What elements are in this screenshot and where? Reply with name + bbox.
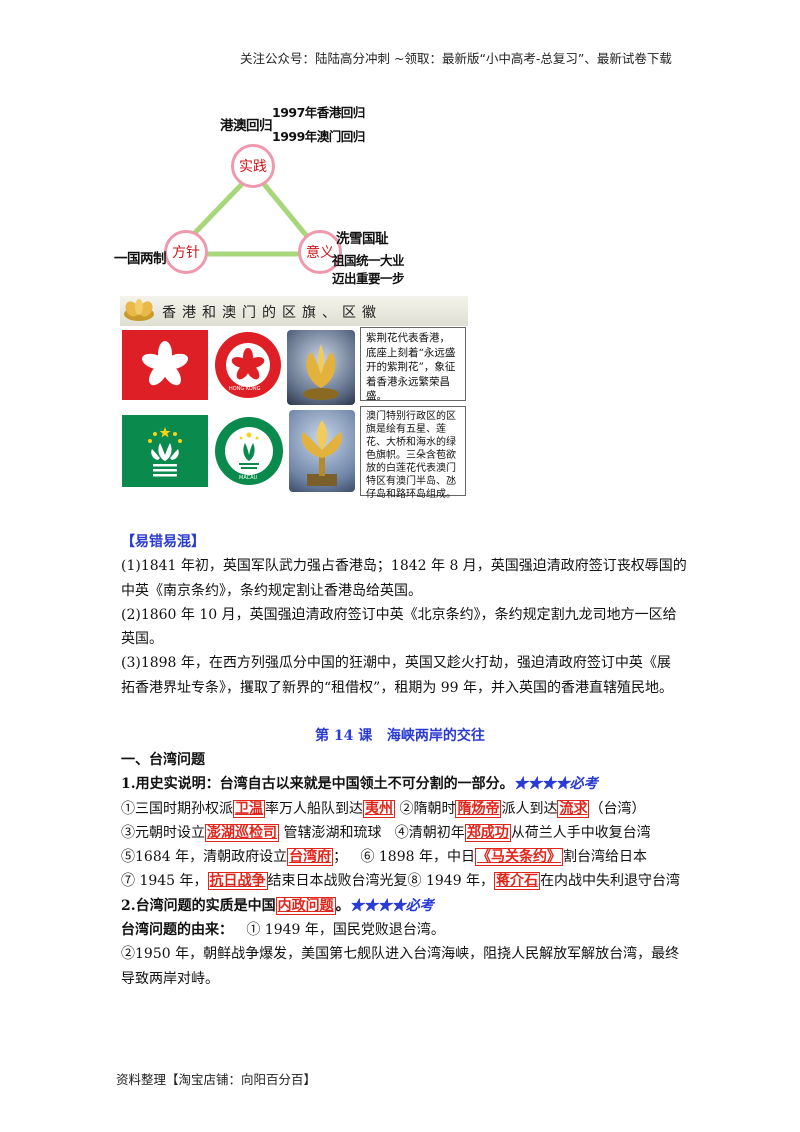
point-1-text: 1.用史实说明：台湾自古以来就是中国领土不可分割的一部分。: [121, 776, 514, 793]
fact-text: 结束日本战败台湾光复⑧ 1949 年，: [267, 873, 495, 890]
fact-line-3: ⑤1684 年，清朝政府设立台湾府； ⑥ 1898 年，中日《马关条约》割台湾给…: [121, 845, 680, 869]
fact-text: 派人到达: [501, 800, 558, 817]
point-2-period: 。: [335, 897, 350, 914]
origin-label: 台湾问题的由来：: [121, 922, 233, 939]
return-label: 港澳回归: [220, 118, 273, 134]
point-2-text: 2.台湾问题的实质是中国: [121, 897, 276, 914]
hk-note: 紫荆花代表香港，底座上刻着“永远盛开的紫荆花”，象征着香港永远繁荣昌盛。: [360, 327, 466, 402]
keyword-yizhou: 夷州: [363, 799, 395, 818]
fact-text: 在内战中失利退守台湾: [540, 873, 681, 890]
keyword-internal-affair: 内政问题: [275, 896, 336, 915]
keyword-taiwan-prefecture: 台湾府: [287, 848, 334, 867]
fact-text: 从荷兰人手中收复台湾: [510, 824, 651, 841]
golden-bauhinia-photo: [287, 330, 355, 405]
origin-line-1: 台湾问题的由来： ① 1949 年，国民党败退台湾。: [121, 918, 680, 942]
fact-text: （台湾）: [589, 800, 646, 817]
macau-emblem: MACAU: [213, 415, 285, 487]
fact-text: 割台湾给日本: [562, 849, 647, 866]
macau-note: 澳门特别行政区的区旗是绘有五星、莲花、大桥和海水的绿色旗帜。三朵含苞欲放的白莲花…: [360, 406, 466, 500]
fact-text: ⑦ 1945 年，: [121, 873, 208, 890]
mistakes-line-4: 英国。: [121, 631, 163, 648]
keyword-anti-japanese-war: 抗日战争: [207, 872, 268, 891]
national-humiliation-label: 洗雪国耻: [336, 231, 389, 247]
lesson-body: 一、台湾问题 1.用史实说明：台湾自古以来就是中国领土不可分割的一部分。★★★★…: [121, 748, 680, 991]
meaning-circle: 意义: [298, 230, 342, 274]
reunification-label: 祖国统一大业: [332, 253, 405, 268]
fact-text: ③元朝时设立: [121, 824, 205, 841]
flags-panel-title: 香港和澳门的区旗、区徽: [162, 305, 382, 321]
lotus-bauhinia-icon: [124, 299, 154, 321]
mistakes-line-3: (2)1860 年 10 月，英国强迫清政府签订中英《北京条约》，条约规定割九龙…: [121, 606, 677, 623]
mistakes-section: 【易错易混】 (1)1841 年初，英国军队武力强占香港岛；1842 年 8 月…: [121, 530, 687, 700]
mistakes-line-5: (3)1898 年，在西方列强瓜分中国的狂潮中，英国又趁火打劫，强迫清政府签订中…: [121, 655, 671, 672]
fact-line-4: ⑦ 1945 年，抗日战争结束日本战败台湾光复⑧ 1949 年，蒋介石在内战中失…: [121, 869, 680, 893]
keyword-penghu-office: 澎湖巡检司: [205, 823, 279, 842]
keyword-zheng-chenggong: 郑成功: [464, 823, 511, 842]
fact-line-2: ③元朝时设立澎湖巡检司 管辖澎湖和琉球 ④清朝初年郑成功从荷兰人手中收复台湾: [121, 821, 680, 845]
point-1: 1.用史实说明：台湾自古以来就是中国领土不可分割的一部分。★★★★必考: [121, 772, 680, 796]
keyword-sui-yangdi: 隋炀帝: [455, 799, 502, 818]
flags-panel-title-bar: 香港和澳门的区旗、区徽: [120, 296, 468, 326]
keyword-shimonoseki-treaty: 《马关条约》: [474, 848, 563, 867]
mistakes-line-6: 拓香港界址专条》，攫取了新界的“租借权”，租期为 99 年，并入英国的香港直辖殖…: [121, 679, 674, 696]
mistakes-heading: 【易错易混】: [121, 534, 205, 550]
origin-item-1: ① 1949 年，国民党败退台湾。: [233, 922, 445, 939]
keyword-liuqiu: 流求: [557, 799, 590, 818]
keyword-chiang-kai-shek: 蒋介石: [494, 872, 541, 891]
fact-text: ①三国时期孙权派: [121, 800, 233, 817]
fact-text: ⑤1684 年，清朝政府设立: [121, 849, 288, 866]
important-step-label: 迈出重要一步: [332, 271, 405, 286]
macau-flag: [122, 415, 208, 487]
fact-text: 管辖澎湖和琉球 ④清朝初年: [279, 824, 465, 841]
policy-circle: 方针: [164, 230, 208, 274]
practice-circle: 实践: [231, 144, 275, 188]
hk-emblem: HONG KONG: [213, 330, 283, 400]
point-2-stars: ★★★★必考: [349, 897, 434, 914]
origin-line-2: ②1950 年，朝鲜战争爆发，美国第七舰队进入台湾海峡，阻挠人民解放军解放台湾，…: [121, 946, 680, 963]
one-country-two-systems-label: 一国两制: [114, 251, 167, 267]
keyword-wei-wen: 卫温: [233, 799, 265, 818]
fact-text: 率万人船队到达: [265, 800, 363, 817]
fact-text: ②隋朝时: [395, 800, 456, 817]
macau-return-label: 1999年澳门回归: [272, 129, 365, 144]
origin-line-3: 导致两岸对峙。: [121, 970, 219, 987]
triangle-lines: [186, 182, 312, 257]
hk-flag: [122, 330, 208, 400]
page-footer: 资料整理【淘宝店铺：向阳百分百】: [116, 1072, 317, 1087]
hk-return-label: 1997年香港回归: [272, 105, 365, 120]
point-1-stars: ★★★★必考: [513, 776, 598, 793]
page-header: 关注公众号：陆陆高分冲刺 ~领取：最新版“小中高考-总复习”、最新试卷下载: [240, 51, 672, 66]
fact-text: ； ⑥ 1898 年，中日: [333, 849, 475, 866]
macau-emblem-text: MACAU: [239, 475, 258, 481]
fact-line-1: ①三国时期孙权派卫温率万人船队到达夷州 ②隋朝时隋炀帝派人到达流求（台湾）: [121, 797, 680, 821]
lesson-title: 第 14 课 海峡两岸的交往: [315, 728, 485, 744]
mistakes-line-1: (1)1841 年初，英国军队武力强占香港岛；1842 年 8 月，英国强迫清政…: [121, 558, 687, 575]
mistakes-line-2: 中英《南京条约》，条约规定割让香港岛给英国。: [121, 582, 422, 599]
triangle-diagram: 实践 方针 意义 港澳回归 1997年香港回归 1999年澳门回归 一国两制 洗…: [110, 100, 410, 290]
bauhinia-icon: [141, 341, 189, 386]
hk-emblem-text: HONG KONG: [229, 386, 261, 392]
lotus-icon: [148, 427, 182, 477]
taiwan-subheading: 一、台湾问题: [121, 752, 205, 768]
point-2: 2.台湾问题的实质是中国内政问题。★★★★必考: [121, 894, 680, 918]
golden-lotus-photo: [289, 410, 355, 492]
